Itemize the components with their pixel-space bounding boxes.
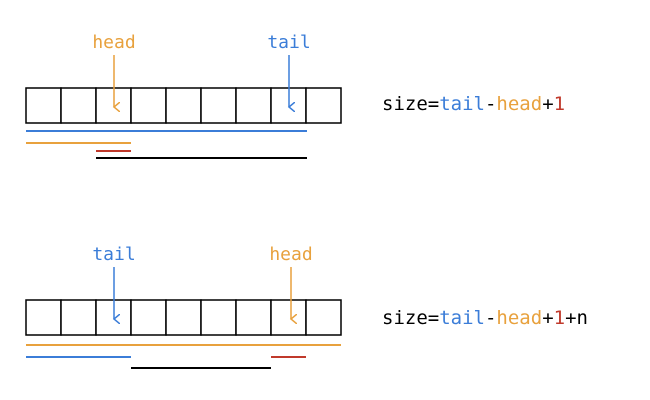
- array-cell: [165, 299, 202, 336]
- formula-part: -: [485, 93, 496, 115]
- array-cell: [305, 87, 342, 124]
- case1-diagram: head tail size=tail-head+1: [25, 32, 565, 159]
- array-cell: [130, 299, 167, 336]
- formula-part: +: [542, 93, 553, 115]
- case2-array: [25, 299, 342, 336]
- case1-head-label: head: [92, 32, 135, 53]
- array-cell: [235, 87, 272, 124]
- formula-part: head: [496, 307, 542, 329]
- case2-size-formula: size=tail-head+1+n: [382, 307, 588, 329]
- array-cell: [25, 87, 62, 124]
- formula-part: head: [496, 93, 542, 115]
- array-cell: [60, 299, 97, 336]
- array-cell: [200, 87, 237, 124]
- formula-part: size=: [382, 93, 439, 115]
- array-cell: [270, 299, 307, 336]
- case1-tail-label: tail: [267, 32, 310, 53]
- array-cell: [60, 87, 97, 124]
- formula-part: size=: [382, 307, 439, 329]
- array-cell: [305, 299, 342, 336]
- case2-head-label: head: [269, 244, 312, 265]
- formula-part: +n: [565, 307, 588, 329]
- case1-array: [25, 87, 342, 124]
- array-cell: [200, 299, 237, 336]
- formula-part: -: [485, 307, 496, 329]
- array-cell: [130, 87, 167, 124]
- formula-part: 1: [554, 307, 565, 329]
- array-cell: [165, 87, 202, 124]
- case2-tail-label: tail: [92, 244, 135, 265]
- case1-size-formula: size=tail-head+1: [382, 93, 565, 115]
- formula-part: tail: [439, 307, 485, 329]
- array-cell: [235, 299, 272, 336]
- case2-diagram: tail head size=tail-head+1+n: [25, 244, 588, 369]
- array-cell: [25, 299, 62, 336]
- formula-part: +: [542, 307, 553, 329]
- formula-part: 1: [554, 93, 565, 115]
- formula-part: tail: [439, 93, 485, 115]
